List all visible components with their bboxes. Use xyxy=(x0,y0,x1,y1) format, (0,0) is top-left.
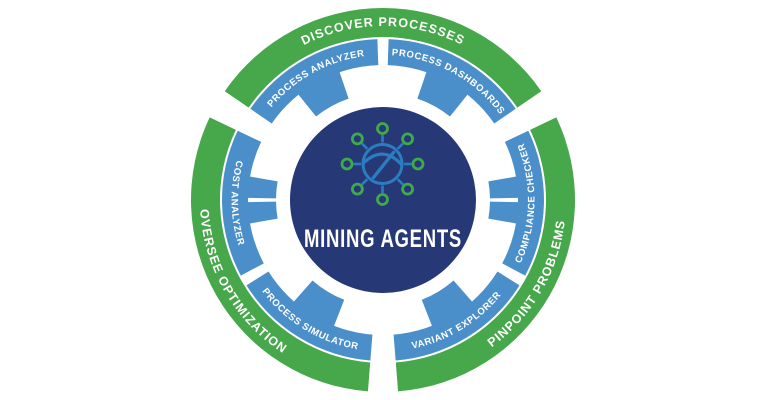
outer-segment-pinpoint-problems xyxy=(395,117,575,392)
outer-segment-oversee-optimization xyxy=(191,117,371,392)
network-spoke xyxy=(361,142,369,150)
inner-segment-process-analyzer xyxy=(250,39,379,124)
center-circle xyxy=(290,107,476,293)
network-node xyxy=(350,182,364,196)
inner-segment-tab-compliance-checker xyxy=(488,176,519,199)
network-node xyxy=(350,132,364,146)
network-nodes xyxy=(340,122,425,206)
inner-segment-process-dashboards xyxy=(387,39,516,124)
outer-ring xyxy=(191,7,575,392)
network-spokes xyxy=(353,135,412,193)
network-node xyxy=(376,122,389,135)
inner-segment-tab-process-analyzer xyxy=(297,71,349,117)
inner-segment-tab-cost-analyzer xyxy=(247,201,278,224)
inner-ring-tabs xyxy=(247,71,519,327)
inner-segment-variant-explorer xyxy=(393,271,520,361)
inner-segment-tab-compliance-checker xyxy=(488,201,519,224)
inner-ring xyxy=(222,39,544,361)
inner-segment-process-simulator xyxy=(246,271,373,361)
network-spoke xyxy=(361,178,369,186)
network-node xyxy=(401,132,415,146)
center-title: MINING AGENTS xyxy=(304,225,462,253)
inner-segment-tab-variant-explorer xyxy=(421,280,473,327)
pickaxe-blade xyxy=(361,152,403,166)
inner-segment-compliance-checker xyxy=(502,130,544,276)
network-node xyxy=(376,193,389,206)
inner-segment-tab-process-dashboards xyxy=(417,71,469,117)
inner-segment-tab-process-simulator xyxy=(293,280,345,327)
network-node xyxy=(401,182,415,196)
network-spoke xyxy=(396,142,404,150)
inner-segment-cost-analyzer xyxy=(222,130,264,276)
network-node xyxy=(340,157,354,171)
network-spoke xyxy=(396,178,404,186)
pickaxe-network-icon xyxy=(340,122,425,206)
network-node xyxy=(411,157,425,171)
outer-segment-discover-processes xyxy=(224,7,542,108)
inner-segment-tab-cost-analyzer xyxy=(247,176,278,199)
